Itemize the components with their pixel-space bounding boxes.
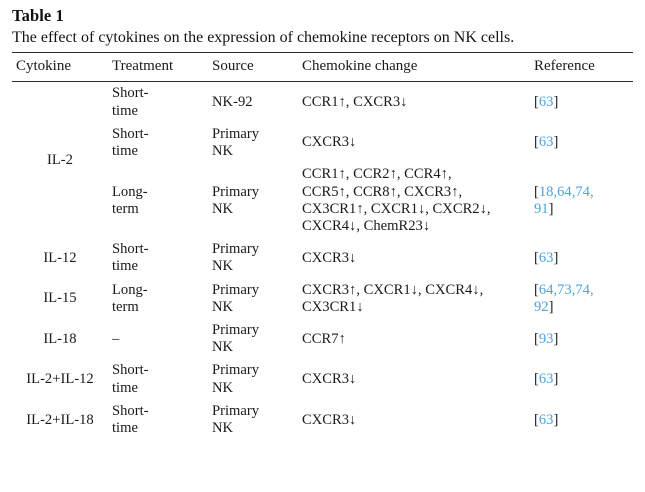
source-text: Primary NK xyxy=(212,402,260,437)
column-header-chemokine-change: Chemokine change xyxy=(298,52,530,83)
bracket-open: [ xyxy=(534,371,539,388)
table-row: Short-time Primary NK CXCR3↓ [63] xyxy=(12,123,633,163)
bracket-close: ] xyxy=(548,200,554,217)
cell-chemokine-change: CXCR3↓ xyxy=(302,411,357,428)
cell-chemokine-change: CCR1↑, CXCR3↓ xyxy=(302,94,408,111)
bracket-close: ] xyxy=(553,94,559,111)
cell-reference[interactable]: [93] xyxy=(530,319,633,359)
cell-source: Primary NK xyxy=(208,319,298,359)
bracket-close: ] xyxy=(548,298,554,315)
treatment-text: Short-time xyxy=(112,85,149,119)
cell-source: Primary NK xyxy=(208,359,298,399)
column-header-reference: Reference xyxy=(530,52,633,83)
reference-link[interactable]: 63 xyxy=(538,411,554,428)
table-row: IL-2+IL-12 Short-time Primary NK CXCR3↓ [63] xyxy=(12,359,633,399)
cell-reference[interactable]: [63] xyxy=(530,82,633,123)
table-caption: The effect of cytokines on the expressio… xyxy=(12,28,515,46)
source-text: NK-92 xyxy=(212,94,253,111)
cell-chemokine-change: CXCR3↑, CXCR1↓, CXCR4↓, CX3CR1↓ xyxy=(302,281,484,315)
cell-source: Primary NK xyxy=(208,279,298,319)
bracket-open: [ xyxy=(534,249,539,266)
column-header-cytokine: Cytokine xyxy=(12,52,108,83)
reference-link[interactable]: 63 xyxy=(538,371,554,388)
bracket-open: [ xyxy=(534,94,539,111)
bracket-open: [ xyxy=(534,411,539,428)
cell-treatment: Long-term xyxy=(108,163,208,238)
cell-treatment: Short-time xyxy=(108,400,208,440)
treatment-text: Short-time xyxy=(112,125,149,160)
source-text: Primary NK xyxy=(212,183,260,217)
bracket-close: ] xyxy=(553,330,559,347)
bracket-close: ] xyxy=(553,411,559,428)
column-header-source: Source xyxy=(208,52,298,83)
reference-link[interactable]: 18,64,74, 91 xyxy=(534,183,594,217)
table-row: IL-18 – Primary NK CCR7↑ [93] xyxy=(12,319,633,359)
cell-cytokine: IL-15 xyxy=(43,290,77,307)
table-row: IL-12 Short-time Primary NK CXCR3↓ [63] xyxy=(12,238,633,278)
cell-cytokine: IL-2+IL-18 xyxy=(26,411,94,428)
reference-link[interactable]: 64,73,74, 92 xyxy=(534,281,594,315)
cell-source: Primary NK xyxy=(208,400,298,440)
cell-reference[interactable]: [63] xyxy=(530,400,633,440)
source-text: Primary NK xyxy=(212,125,260,160)
reference-link[interactable]: 63 xyxy=(538,94,554,111)
cell-cytokine: IL-18 xyxy=(43,330,77,347)
cell-reference[interactable]: [63] xyxy=(530,238,633,278)
bracket-close: ] xyxy=(553,371,559,388)
treatment-text: Long-term xyxy=(112,183,148,217)
bracket-open: [ xyxy=(534,183,539,200)
cell-reference[interactable]: [18,64,74, 91] xyxy=(530,163,633,238)
cell-chemokine-change: CXCR3↓ xyxy=(302,134,357,151)
cell-treatment: Short-time xyxy=(108,82,208,123)
cell-reference[interactable]: [63] xyxy=(530,359,633,399)
cell-treatment: Short-time xyxy=(108,359,208,399)
cell-chemokine-change: CCR1↑, CCR2↑, CCR4↑, CCR5↑, CCR8↑, CXCR3… xyxy=(302,166,491,234)
cell-reference[interactable]: [64,73,74, 92] xyxy=(530,279,633,319)
source-text: Primary NK xyxy=(212,281,260,315)
table-row: IL-2+IL-18 Short-time Primary NK CXCR3↓ [63] xyxy=(12,400,633,440)
table-row: IL-2 Short-time NK-92 CCR1↑, CXCR3↓ [63] xyxy=(12,82,633,167)
bracket-close: ] xyxy=(553,134,559,151)
cell-source: Primary NK xyxy=(208,163,298,238)
bracket-open: [ xyxy=(534,281,539,298)
data-table: Cytokine Treatment Source Chemokine chan… xyxy=(12,52,633,440)
column-header-treatment: Treatment xyxy=(108,52,208,83)
source-text: Primary NK xyxy=(212,241,260,275)
table-row: Long-term Primary NK CCR1↑, CCR2↑, CCR4↑, … xyxy=(12,163,633,238)
reference-link[interactable]: 93 xyxy=(538,330,554,347)
cell-cytokine: IL-2 xyxy=(47,151,73,168)
cell-treatment: – xyxy=(108,319,208,359)
bracket-open: [ xyxy=(534,330,539,347)
cell-cytokine: IL-2+IL-12 xyxy=(26,371,94,388)
cell-treatment: Short-time xyxy=(108,123,208,163)
reference-link[interactable]: 63 xyxy=(538,249,554,266)
cell-source: Primary NK xyxy=(208,238,298,278)
cell-source: NK-92 xyxy=(208,82,298,123)
cell-chemokine-change: CXCR3↓ xyxy=(302,249,357,266)
cell-source: Primary NK xyxy=(208,123,298,163)
cell-chemokine-change: CXCR3↓ xyxy=(302,371,357,388)
source-text: Primary NK xyxy=(212,362,260,396)
treatment-text: Short-time xyxy=(112,402,149,437)
cell-cytokine: IL-12 xyxy=(43,249,77,266)
cell-treatment: Short-time xyxy=(108,238,208,278)
treatment-text: – xyxy=(112,330,120,347)
bracket-close: ] xyxy=(553,249,559,266)
reference-link[interactable]: 63 xyxy=(538,134,554,151)
table-header: Cytokine Treatment Source Chemokine chan… xyxy=(12,52,633,83)
treatment-text: Short-time xyxy=(112,241,149,275)
cell-treatment: Long-term xyxy=(108,279,208,319)
table-row: IL-15 Long-term Primary NK CXCR3↑, CXCR1↓, … xyxy=(12,279,633,319)
table-label: Table 1 xyxy=(12,6,64,25)
source-text: Primary NK xyxy=(212,322,260,356)
treatment-text: Short-time xyxy=(112,362,149,396)
cell-chemokine-change: CCR7↑ xyxy=(302,330,346,347)
bracket-open: [ xyxy=(534,134,539,151)
header-row: Cytokine Treatment Source Chemokine chan… xyxy=(12,52,633,83)
treatment-text: Long-term xyxy=(112,281,148,315)
cell-reference[interactable]: [63] xyxy=(530,123,633,163)
